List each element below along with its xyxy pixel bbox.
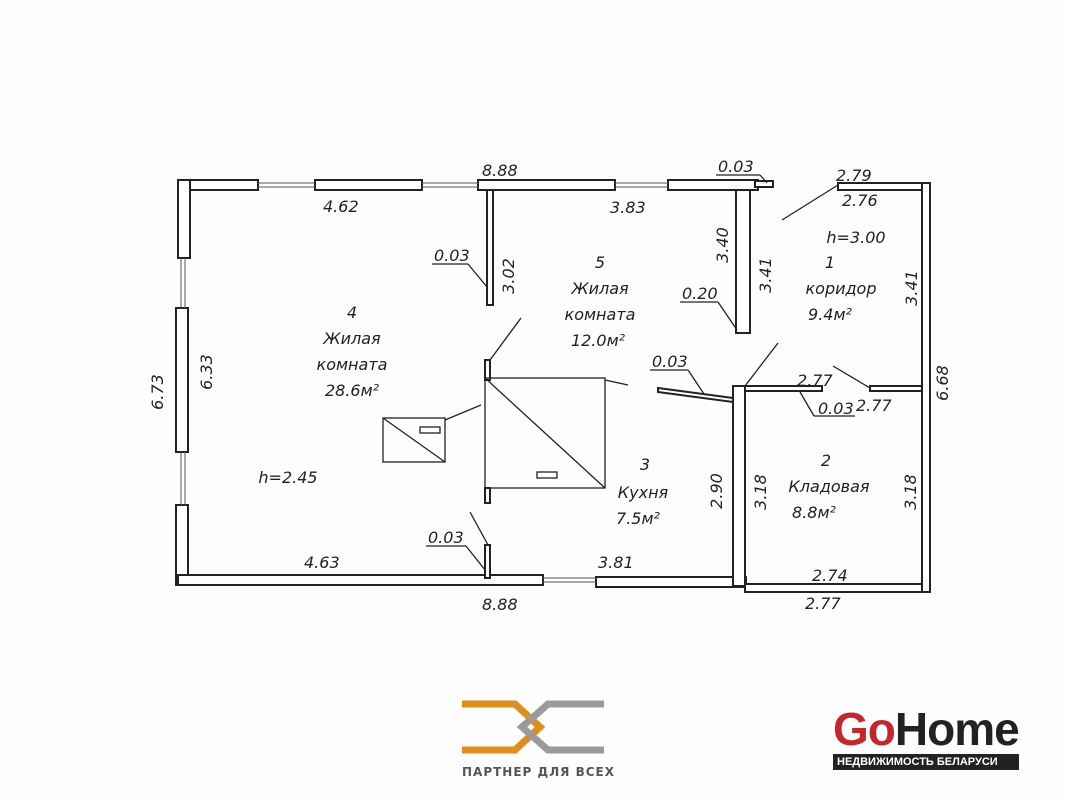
heater [382, 417, 446, 463]
room-5-label: 5 Жилая комната 12.0м² [565, 253, 636, 350]
stove [484, 377, 606, 489]
gohome-home: Home [894, 703, 1020, 755]
svg-text:коридор: коридор [805, 279, 876, 298]
svg-text:0.20: 0.20 [682, 284, 718, 303]
svg-text:2.90: 2.90 [707, 473, 726, 509]
svg-text:6.68: 6.68 [933, 365, 952, 401]
svg-text:0.03: 0.03 [718, 157, 754, 176]
svg-text:2.74: 2.74 [812, 566, 848, 585]
svg-text:4.62: 4.62 [323, 197, 359, 216]
svg-text:3.81: 3.81 [598, 553, 634, 572]
svg-text:9.4м²: 9.4м² [808, 305, 853, 324]
walls [175, 179, 931, 593]
partner-logo-mark [462, 700, 604, 754]
svg-text:0.03: 0.03 [652, 352, 688, 371]
svg-text:2.77: 2.77 [797, 371, 833, 390]
svg-text:комната: комната [317, 355, 388, 374]
svg-text:комната: комната [565, 305, 636, 324]
svg-text:Жилая: Жилая [570, 279, 629, 298]
svg-text:3.40: 3.40 [713, 227, 732, 263]
svg-text:2.77: 2.77 [856, 396, 892, 415]
svg-text:3.83: 3.83 [610, 198, 646, 217]
svg-text:0.03: 0.03 [428, 528, 464, 547]
gohome-go: Go [833, 703, 896, 755]
room-1-label: h=3.00 1 коридор 9.4м² [805, 228, 885, 324]
dimensions: 8.88 4.62 3.83 0.03 2.79 2.76 0.03 0.20 … [148, 157, 952, 614]
svg-text:8.8м²: 8.8м² [792, 503, 837, 522]
svg-text:2.77: 2.77 [805, 594, 841, 613]
svg-text:Жилая: Жилая [322, 329, 381, 348]
svg-text:12.0м²: 12.0м² [571, 331, 626, 350]
svg-text:7.5м²: 7.5м² [616, 509, 661, 528]
svg-text:5: 5 [595, 253, 605, 272]
partner-tagline: ПАРТНЕР ДЛЯ ВСЕХ [462, 765, 615, 779]
svg-text:Кладовая: Кладовая [788, 477, 869, 496]
svg-text:h=2.45: h=2.45 [258, 468, 317, 487]
svg-text:6.33: 6.33 [197, 354, 216, 390]
svg-text:0.03: 0.03 [818, 399, 854, 418]
svg-text:3.18: 3.18 [901, 474, 920, 510]
svg-text:2: 2 [821, 451, 831, 470]
svg-text:h=3.00: h=3.00 [826, 228, 885, 247]
svg-text:3.41: 3.41 [756, 257, 775, 293]
svg-text:4.63: 4.63 [304, 553, 340, 572]
fixtures [382, 174, 871, 571]
svg-text:8.88: 8.88 [482, 161, 518, 180]
svg-text:28.6м²: 28.6м² [325, 381, 380, 400]
room-3-label: 3 Кухня 7.5м² [616, 455, 669, 528]
gohome-tagline: НЕДВИЖИМОСТЬ БЕЛАРУСИ [833, 754, 1019, 770]
svg-text:2.76: 2.76 [842, 191, 878, 210]
svg-text:6.73: 6.73 [148, 374, 167, 410]
svg-text:3: 3 [640, 455, 650, 474]
room-4-label: 4 Жилая комната 28.6м² h=2.45 [258, 303, 387, 487]
svg-text:Кухня: Кухня [618, 483, 669, 502]
gohome-logo: GoHome НЕДВИЖИМОСТЬ БЕЛАРУСИ [833, 703, 1020, 770]
svg-text:2.79: 2.79 [836, 166, 872, 185]
svg-text:8.88: 8.88 [482, 595, 518, 614]
room-2-label: 2 Кладовая 8.8м² [788, 451, 869, 522]
svg-text:0.03: 0.03 [434, 246, 470, 265]
svg-text:4: 4 [347, 303, 357, 322]
svg-text:3.41: 3.41 [902, 270, 921, 306]
svg-text:1: 1 [825, 253, 835, 272]
windows [180, 182, 668, 583]
svg-text:3.18: 3.18 [751, 474, 770, 510]
svg-text:3.02: 3.02 [499, 258, 518, 294]
